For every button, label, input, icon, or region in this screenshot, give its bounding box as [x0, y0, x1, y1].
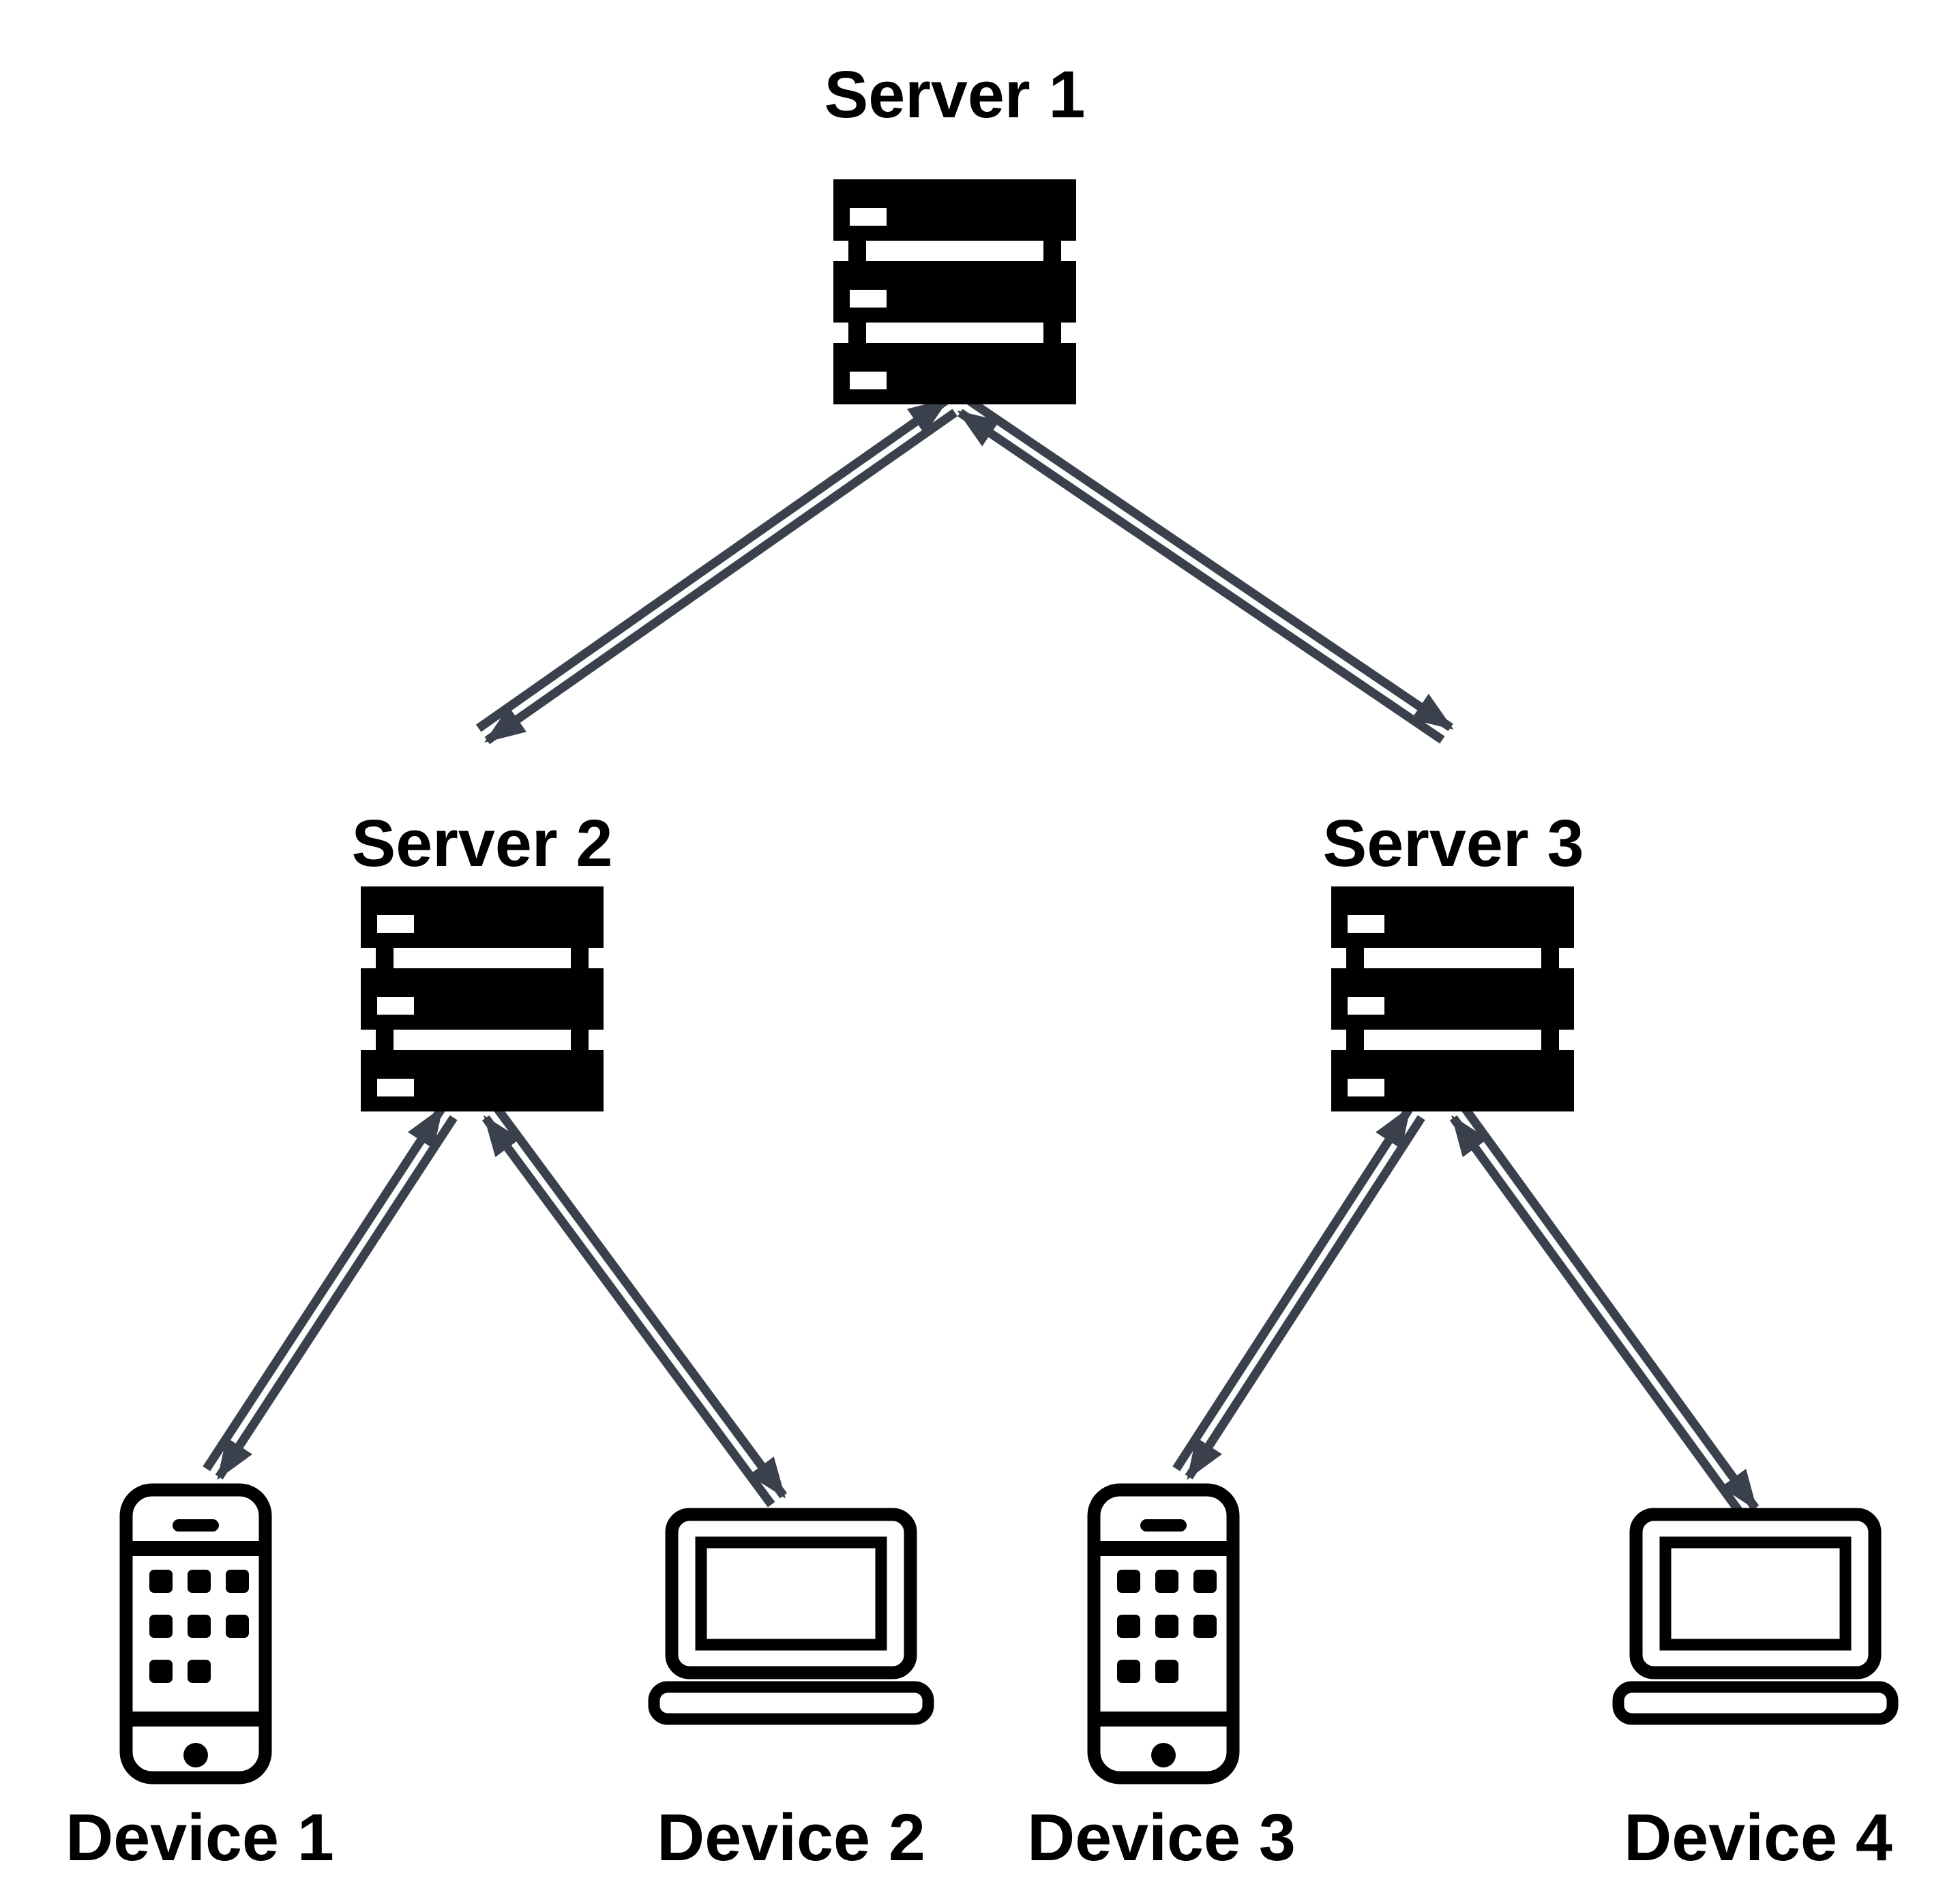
- arrow-device3-to-server3: [1172, 1106, 1413, 1472]
- device-4-label: Device 4: [1624, 1800, 1892, 1874]
- device-3-label: Device 3: [1027, 1800, 1296, 1874]
- device-1-smartphone-icon: [126, 1490, 265, 1778]
- arrow-server2-to-server1: [475, 396, 949, 732]
- arrow-server1-to-server2: [484, 408, 958, 745]
- arrow-device4-to-server3: [1449, 1115, 1747, 1520]
- arrow-server1-to-server3: [966, 396, 1454, 732]
- server-1-rack-icon: [833, 179, 1076, 404]
- device-1-label: Device 1: [65, 1800, 334, 1874]
- arrow-server3-to-device4: [1461, 1106, 1759, 1511]
- server-3-rack-icon: [1331, 886, 1574, 1111]
- server-1-label: Server 1: [825, 57, 1086, 132]
- device-3-smartphone-icon: [1094, 1490, 1233, 1778]
- arrow-server2-to-device1: [215, 1115, 458, 1480]
- device-2-label: Device 2: [657, 1800, 925, 1874]
- device-2-laptop-icon: [654, 1514, 928, 1719]
- server-3-label: Server 3: [1323, 806, 1584, 880]
- arrow-server3-to-server1: [957, 408, 1445, 744]
- device-4-laptop-icon: [1618, 1514, 1892, 1719]
- arrow-server2-to-device2: [494, 1106, 788, 1499]
- arrow-device1-to-server2: [203, 1106, 445, 1472]
- server-2-rack-icon: [361, 886, 604, 1111]
- arrow-device2-to-server2: [481, 1115, 775, 1508]
- connection-arrows: [203, 396, 1759, 1520]
- arrow-server3-to-device3: [1185, 1115, 1425, 1480]
- server-2-label: Server 2: [352, 806, 613, 880]
